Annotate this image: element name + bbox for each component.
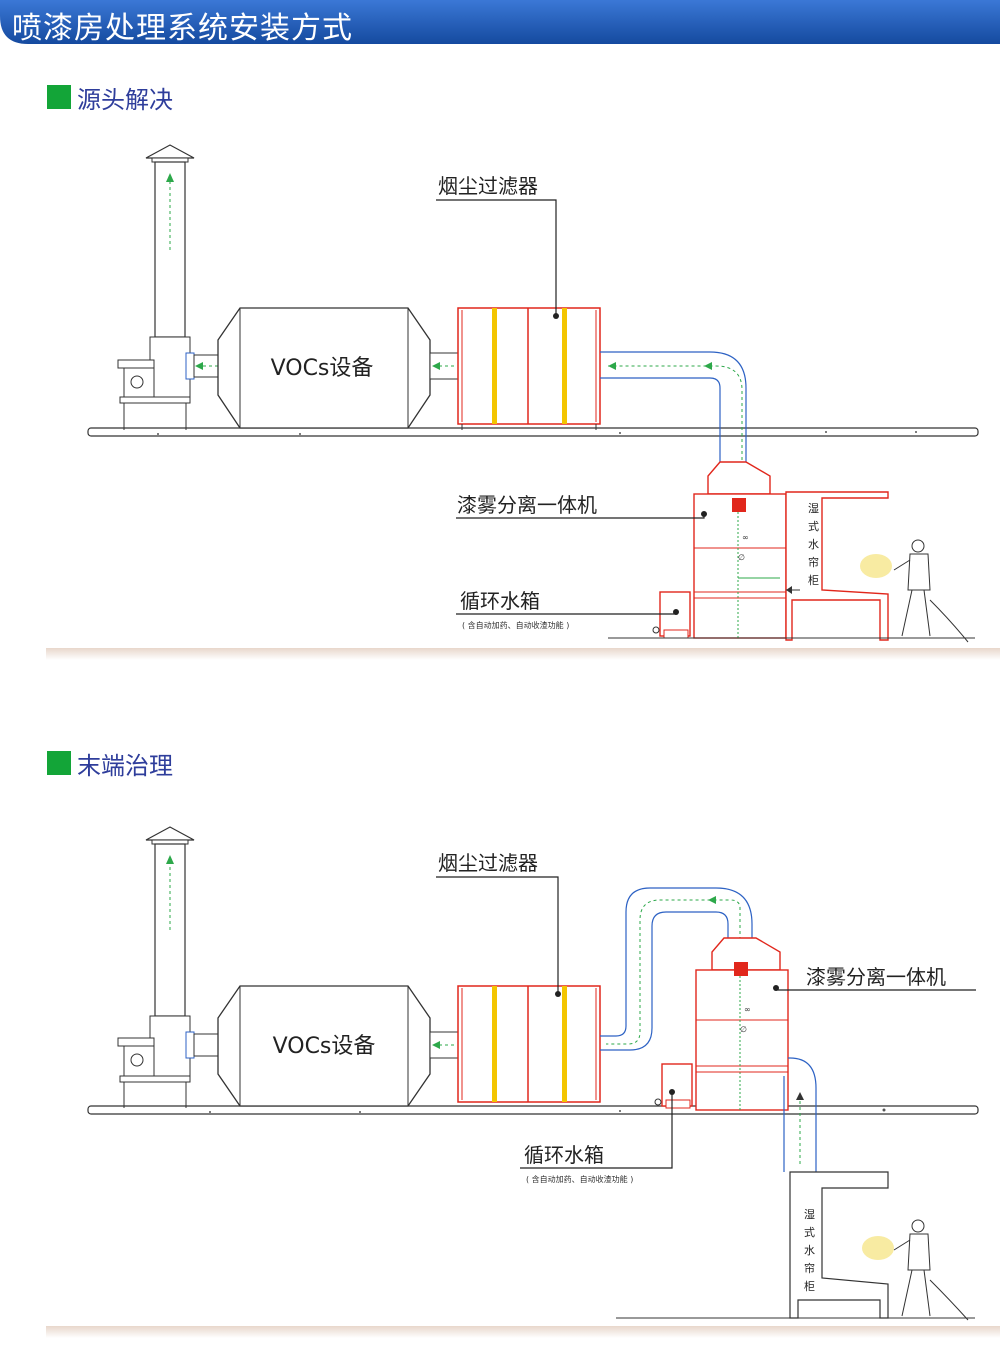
floor-shadow: [46, 648, 1000, 660]
svg-text:∅: ∅: [740, 1025, 747, 1034]
dust-filter-label: 烟尘过滤器: [438, 851, 538, 875]
flow-arrow-icon: [166, 855, 174, 864]
svg-text:∞: ∞: [742, 533, 749, 542]
water-curtain-char: 水: [804, 1244, 815, 1257]
dust-filter-label: 烟尘过滤器: [438, 174, 538, 198]
diagram-source-treatment: VOCs设备 烟尘过滤器 ∞ ∅ 湿 式: [0, 0, 1000, 670]
vocs-equipment: [217, 985, 431, 1107]
water-curtain-char: 帘: [804, 1261, 815, 1275]
ground-slab: [87, 427, 979, 437]
section-title: 末端治理: [77, 752, 173, 780]
water-tank-note: ( 含自动加药、自动收渣功能 ): [462, 620, 569, 630]
water-curtain-char: 式: [808, 520, 819, 533]
water-curtain-char: 柜: [804, 1280, 815, 1293]
vocs-equipment: [217, 307, 431, 429]
water-tank-note: ( 含自动加药、自动收渣功能 ): [526, 1174, 633, 1184]
fan-icon: [734, 962, 748, 976]
paint-mist-separator: ∞ ∅: [693, 461, 787, 639]
water-curtain-char: 水: [808, 538, 819, 551]
paint-mist-separator: ∞ ∅: [695, 937, 789, 1111]
vocs-label: VOCs设备: [271, 356, 374, 381]
spray-mist-icon: [860, 554, 892, 578]
section-title: 源头解决: [77, 86, 173, 114]
paint-mist-label: 漆雾分离一体机: [806, 965, 946, 989]
ground-slab: [87, 1105, 979, 1115]
section-marker-icon: [47, 85, 71, 109]
page-title: 喷漆房处理系统安装方式: [12, 11, 353, 46]
svg-text:∞: ∞: [744, 1005, 751, 1014]
water-tank-label: 循环水箱: [460, 589, 540, 613]
vocs-label: VOCs设备: [273, 1034, 376, 1059]
painter-figure-icon: [893, 539, 969, 643]
water-curtain-char: 柜: [808, 574, 819, 587]
header-bar: 喷漆房处理系统安装方式: [0, 0, 1000, 46]
painter-figure-icon: [893, 1219, 969, 1321]
circulating-water-tank: [654, 1063, 693, 1109]
water-curtain-char: 湿: [808, 502, 819, 515]
section-marker-icon: [47, 751, 71, 775]
ground-texture: [157, 431, 917, 435]
water-curtain-char: 帘: [808, 555, 819, 569]
paint-mist-label: 漆雾分离一体机: [457, 493, 597, 517]
diagram-end-treatment: VOCs设备 烟尘过滤器 ∞ ∅ 漆雾分离一体机: [0, 800, 1000, 1350]
svg-text:∅: ∅: [738, 553, 745, 562]
spray-mist-icon: [862, 1236, 894, 1260]
ground-texture: [209, 1108, 886, 1113]
flow-arrow-icon: [166, 173, 174, 182]
water-tank-label: 循环水箱: [524, 1143, 604, 1167]
floor-shadow: [46, 1326, 1000, 1338]
water-curtain-cabinet: [785, 491, 889, 641]
chimney: [117, 826, 195, 1108]
circulating-water-tank: [652, 591, 691, 639]
chimney: [117, 144, 195, 430]
dust-filter: [457, 985, 601, 1103]
water-curtain-char: 式: [804, 1226, 815, 1239]
water-curtain-char: 湿: [804, 1208, 815, 1221]
header-background: [0, 0, 1000, 44]
dust-filter: [457, 307, 601, 430]
fan-icon: [732, 498, 746, 512]
